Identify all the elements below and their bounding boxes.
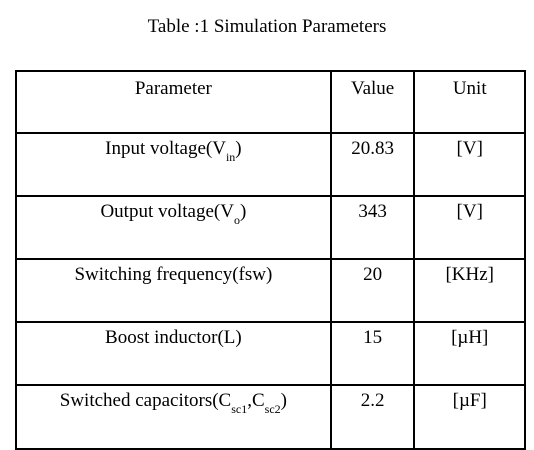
unit-cell: [µF] (413, 384, 526, 450)
value-cell: 20 (329, 258, 416, 323)
value-cell: 20.83 (329, 132, 416, 197)
header-parameter: Parameter (15, 70, 332, 134)
table-row: Switched capacitors(Csc1,Csc2) 2.2 [µF] (15, 384, 526, 450)
unit-cell: [KHz] (413, 258, 526, 323)
unit-cell: [µH] (413, 321, 526, 386)
header-unit: Unit (413, 70, 526, 134)
parameter-cell: Switching frequency(fsw) (15, 258, 332, 323)
table-row: Output voltage(Vo) 343 [V] (15, 195, 526, 260)
value-cell: 2.2 (329, 384, 416, 450)
header-value: Value (329, 70, 416, 134)
unit-cell: [V] (413, 195, 526, 260)
table-row: Boost inductor(L) 15 [µH] (15, 321, 526, 386)
parameter-cell: Switched capacitors(Csc1,Csc2) (15, 384, 332, 450)
simulation-parameters-table: Parameter Value Unit Input voltage(Vin) … (15, 70, 526, 450)
parameter-cell: Input voltage(Vin) (15, 132, 332, 197)
table-row: Input voltage(Vin) 20.83 [V] (15, 132, 526, 197)
table-header-row: Parameter Value Unit (15, 70, 526, 134)
value-cell: 343 (329, 195, 416, 260)
table-caption: Table :1 Simulation Parameters (147, 16, 387, 37)
unit-cell: [V] (413, 132, 526, 197)
value-cell: 15 (329, 321, 416, 386)
parameter-cell: Boost inductor(L) (15, 321, 332, 386)
parameter-cell: Output voltage(Vo) (15, 195, 332, 260)
table-row: Switching frequency(fsw) 20 [KHz] (15, 258, 526, 323)
